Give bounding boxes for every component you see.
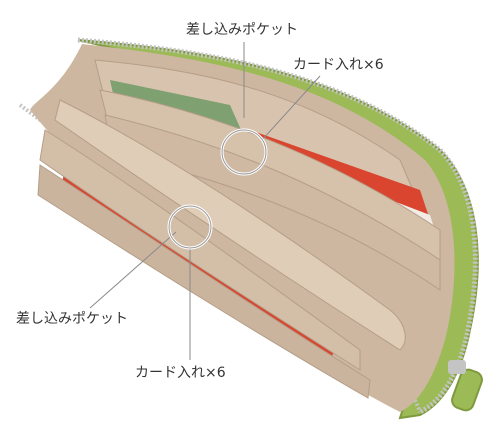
callout-line-top-cards (261, 75, 321, 141)
lower-slot-2 (37, 164, 371, 399)
annotation-bottom-cards: カード入れ×6 (135, 365, 226, 381)
annotation-top-pocket: 差し込みポケット (186, 22, 298, 38)
annotation-top-cards: カード入れ×6 (293, 57, 384, 73)
zipper-track (77, 37, 478, 415)
callout-line-bottom-pocket (89, 231, 177, 309)
lower-slot-1 (39, 129, 361, 371)
center-divider (54, 99, 406, 351)
annotation-bottom-pocket: 差し込みポケット (16, 311, 128, 327)
zipper-pull (451, 368, 483, 412)
upper-slot-2 (104, 114, 441, 291)
zipper-slider (448, 360, 466, 374)
